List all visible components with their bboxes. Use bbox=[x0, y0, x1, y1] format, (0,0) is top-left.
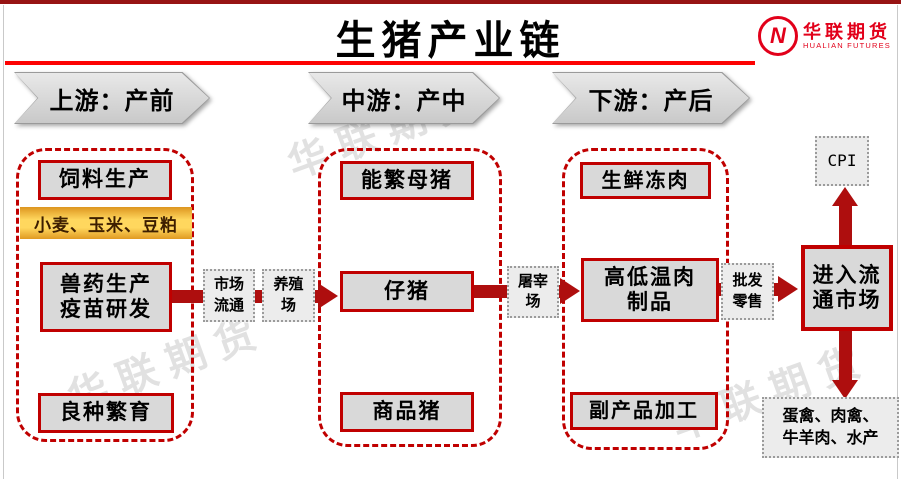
box-veterinary-vaccine: 兽药生产 疫苗研发 bbox=[40, 262, 172, 332]
page-title: 生猪产业链 bbox=[335, 18, 566, 63]
arrow-market-to-cpi bbox=[839, 204, 852, 246]
retail-line2: 零售 bbox=[732, 293, 763, 310]
box-enter-circulation-market: 进入流 通市场 bbox=[801, 245, 893, 331]
vet-line2: 疫苗研发 bbox=[60, 297, 152, 321]
box-byproduct-processing: 副产品加工 bbox=[570, 392, 718, 430]
arrow-market-to-substitutes bbox=[839, 330, 852, 382]
box-fresh-frozen-meat: 生鲜冻肉 bbox=[580, 162, 711, 199]
slaughter-line2: 场 bbox=[525, 294, 541, 310]
alt-line1: 蛋禽、肉禽、 bbox=[782, 407, 879, 425]
market-line1: 市场 bbox=[213, 277, 244, 294]
alt-line2: 牛羊肉、水产 bbox=[782, 429, 879, 447]
logo-name-en: HUALIAN FUTURES bbox=[802, 40, 891, 50]
box-substitute-proteins: 蛋禽、肉禽、 牛羊肉、水产 bbox=[762, 397, 899, 458]
arrowhead-right-icon bbox=[318, 283, 338, 309]
box-feed-production-label: 饲料生产 bbox=[59, 167, 151, 192]
header-upstream: 上游：产前 bbox=[14, 72, 210, 124]
box-cpi: CPI bbox=[815, 136, 869, 186]
header-downstream: 下游：产后 bbox=[552, 72, 750, 124]
slaughter-line1: 屠宰 bbox=[517, 273, 548, 290]
box-feed-ingredients-label: 小麦、玉米、豆粕 bbox=[34, 215, 178, 235]
farm-line2: 场 bbox=[280, 297, 296, 314]
left-edge-line bbox=[3, 5, 4, 479]
market-line2: 流通 bbox=[213, 297, 244, 314]
box-breeding-sows-label: 能繁母猪 bbox=[361, 167, 453, 192]
header-midstream-label: 中游：产中 bbox=[309, 73, 499, 123]
header-downstream-label: 下游：产后 bbox=[553, 73, 749, 123]
box-feed-production: 饲料生产 bbox=[38, 160, 172, 200]
company-logo: N 华联期货 HUALIAN FUTURES bbox=[757, 16, 891, 56]
box-breeding: 良种繁育 bbox=[38, 393, 174, 433]
connector-farm: 养殖 场 bbox=[262, 269, 315, 322]
box-feed-ingredients: 小麦、玉米、豆粕 bbox=[20, 207, 192, 239]
connector-slaughterhouse: 屠宰 场 bbox=[507, 266, 559, 318]
header-midstream: 中游：产中 bbox=[308, 72, 500, 124]
farm-line1: 养殖 bbox=[273, 277, 304, 294]
box-commercial-hog: 商品猪 bbox=[340, 392, 474, 432]
vet-line1: 兽药生产 bbox=[60, 271, 152, 296]
arrowhead-down-icon bbox=[832, 380, 858, 399]
box-byproduct-processing-label: 副产品加工 bbox=[589, 400, 699, 422]
logo-n-icon: N bbox=[757, 16, 798, 56]
top-accent-bar bbox=[0, 0, 901, 4]
header-upstream-label: 上游：产前 bbox=[15, 73, 209, 123]
box-piglet-label: 仔猪 bbox=[384, 278, 430, 303]
connector-market-circulation: 市场 流通 bbox=[203, 269, 255, 322]
box-breeding-label: 良种繁育 bbox=[60, 400, 152, 425]
meat-line2: 制品 bbox=[627, 290, 673, 314]
box-piglet: 仔猪 bbox=[340, 271, 474, 312]
box-breeding-sows: 能繁母猪 bbox=[340, 161, 474, 200]
meat-line1: 高低温肉 bbox=[604, 264, 696, 289]
flow-line1: 进入流 bbox=[812, 262, 882, 287]
arrowhead-up-icon bbox=[832, 187, 858, 206]
box-meat-products: 高低温肉 制品 bbox=[581, 258, 719, 322]
flow-line2: 通市场 bbox=[812, 288, 882, 312]
retail-line1: 批发 bbox=[732, 273, 763, 290]
arrowhead-right-icon bbox=[778, 276, 798, 302]
box-fresh-frozen-meat-label: 生鲜冻肉 bbox=[601, 169, 690, 192]
box-commercial-hog-label: 商品猪 bbox=[372, 399, 442, 424]
right-edge-line bbox=[897, 5, 898, 479]
title-underline bbox=[5, 61, 755, 65]
box-cpi-label: CPI bbox=[827, 151, 857, 171]
connector-wholesale-retail: 批发 零售 bbox=[721, 263, 774, 320]
arrowhead-right-icon bbox=[560, 278, 580, 304]
logo-name-cn: 华联期货 bbox=[802, 21, 891, 42]
